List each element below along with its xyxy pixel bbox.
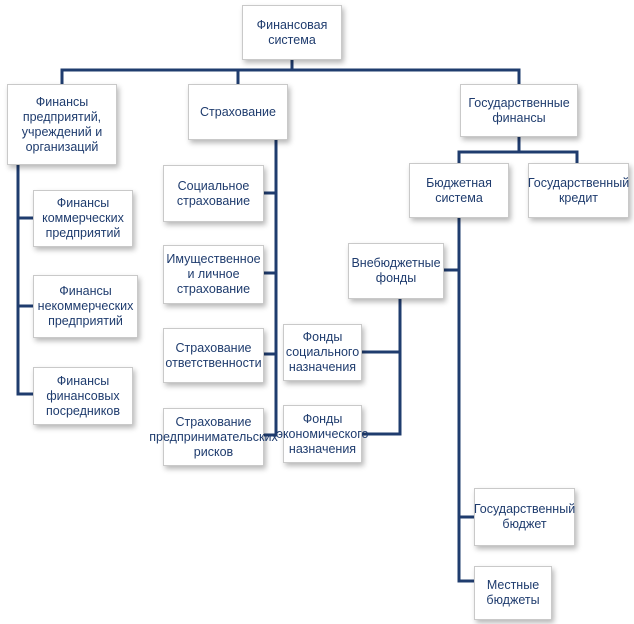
- node-noncommercial-finance-label: Финансы некоммерческих предприятий: [37, 284, 134, 328]
- node-state-finance: Государственные финансы: [460, 84, 578, 137]
- node-state-credit-label: Государственный кредит: [527, 175, 630, 205]
- node-property-insurance-label: Имущественное и личное страхование: [166, 252, 261, 296]
- node-state-budget-label: Государственный бюджет: [473, 502, 576, 531]
- node-local-budgets-label: Местные бюджеты: [486, 578, 540, 607]
- node-enterprise-finance: Финансы предприятий, учреждений и органи…: [7, 84, 117, 165]
- node-liability-insurance: Страхование ответственности: [163, 328, 264, 383]
- node-economic-funds-label: Фонды экономического назначения: [276, 411, 369, 456]
- node-enterprise-finance-label: Финансы предприятий, учреждений и органи…: [21, 94, 103, 154]
- node-root: Финансовая система: [242, 5, 342, 60]
- node-local-budgets: Местные бюджеты: [474, 566, 552, 620]
- node-commercial-finance: Финансы коммерческих предприятий: [33, 190, 133, 247]
- node-commercial-finance-label: Финансы коммерческих предприятий: [42, 196, 124, 240]
- node-noncommercial-finance: Финансы некоммерческих предприятий: [33, 275, 138, 338]
- node-offbudget-funds-label: Внебюджетные фонды: [351, 256, 441, 285]
- node-intermediaries-finance-label: Финансы финансовых посредников: [46, 373, 120, 418]
- node-offbudget-funds: Внебюджетные фонды: [348, 243, 444, 299]
- node-liability-insurance-label: Страхование ответственности: [165, 340, 262, 370]
- node-social-funds-label: Фонды социального назначения: [285, 330, 360, 374]
- node-social-funds: Фонды социального назначения: [283, 324, 362, 381]
- node-intermediaries-finance: Финансы финансовых посредников: [33, 367, 133, 425]
- node-business-risk-insurance: Страхование предпринимательских рисков: [149, 408, 278, 466]
- node-insurance: Страхование: [188, 84, 288, 140]
- node-state-budget: Государственный бюджет: [474, 488, 575, 546]
- node-social-insurance-label: Социальное страхование: [176, 178, 251, 208]
- node-property-insurance: Имущественное и личное страхование: [163, 245, 264, 304]
- node-budget-system-label: Бюджетная система: [426, 175, 492, 205]
- node-budget-system: Бюджетная система: [409, 163, 509, 218]
- node-economic-funds: Фонды экономического назначения: [277, 405, 368, 463]
- node-social-insurance: Социальное страхование: [163, 165, 264, 222]
- node-state-finance-label: Государственные финансы: [468, 95, 570, 125]
- node-root-label: Финансовая система: [256, 17, 328, 47]
- node-insurance-label: Страхование: [199, 104, 276, 119]
- node-business-risk-insurance-label: Страхование предпринимательских рисков: [149, 414, 278, 459]
- node-state-credit: Государственный кредит: [528, 163, 629, 218]
